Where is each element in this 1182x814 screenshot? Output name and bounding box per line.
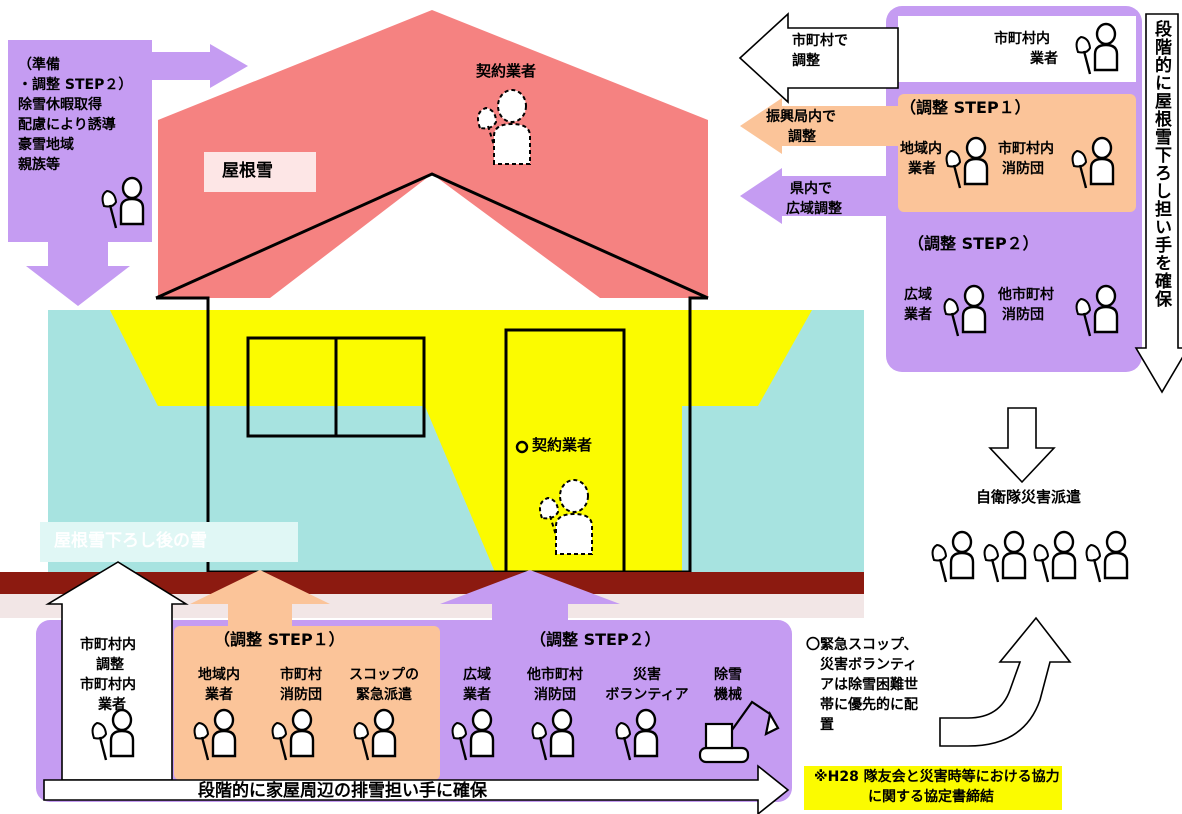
prefecture-arrow-label-line2: 広域調整: [786, 201, 842, 217]
bottom-step2-item3-line2: ボランティア: [605, 687, 689, 703]
agreement-box: [804, 766, 1062, 810]
municipal-arrow-label-line1: 市町村で: [792, 33, 848, 49]
right-vertical-label: 段階的に屋根雪下ろし担い手を確保: [1151, 20, 1171, 308]
bottom-step1-item2-line2: 消防団: [280, 687, 322, 703]
after-snow-label: 屋根雪下ろし後の雪: [54, 531, 207, 551]
right-step2-item2-line2: 消防団: [1002, 307, 1044, 323]
prefecture-arrow: [740, 168, 898, 224]
right-step1-item2-line1: 市町村内: [998, 141, 1054, 157]
left-box-line5: 豪雪地域: [18, 137, 74, 153]
left-box-line6: 親族等: [18, 157, 60, 173]
left-box-line4: 配慮により誘導: [18, 117, 116, 133]
right-step1-item1-line1: 地域内: [900, 141, 942, 157]
bottom-step1-item1-line1: 地域内: [198, 667, 240, 683]
bottom-step1-item1-line2: 業者: [205, 687, 233, 703]
vertical-arrow: [1134, 13, 1182, 394]
bottom-step2-item1-line2: 業者: [463, 687, 491, 703]
bottom-long-arrow: [43, 764, 790, 814]
left-box-line3: 除雪休暇取得: [18, 97, 102, 113]
curved-up-arrow: [939, 616, 1072, 747]
bottom-step2-item2-line1: 他市町村: [527, 667, 583, 683]
excavator-icon: [698, 700, 780, 764]
agreement-line1: ※H28 隊友会と災害時等における協力: [814, 769, 1060, 785]
prefecture-arrow-label-line1: 県内で: [790, 181, 832, 197]
note-line4: 帯に優先的に配: [820, 697, 918, 713]
roof-line: [155, 172, 709, 300]
region-arrow-label-line2: 調整: [788, 129, 816, 145]
bottom-step2-title: （調整 STEP２）: [530, 630, 661, 649]
right-step2-item2-line1: 他市町村: [998, 287, 1054, 303]
bottom-municipal-vendor-line1: 市町村内: [80, 677, 136, 693]
bottom-step1-item3-line2: 緊急派遣: [356, 687, 412, 703]
right-step1-item2-line2: 消防団: [1002, 161, 1044, 177]
bottom-step1-item3-line1: スコップの: [349, 667, 419, 683]
bottom-step1-item2-line1: 市町村: [280, 667, 322, 683]
municipal-arrow-label-line2: 調整: [792, 53, 820, 69]
right-municipal-label-line2: 業者: [1030, 51, 1058, 67]
bottom-municipal-adjust-line2: 調整: [96, 657, 124, 673]
after-snow-label-box: [40, 522, 298, 562]
sdf-worker1-icon: [933, 532, 973, 582]
sdf-worker2-icon: [985, 532, 1025, 582]
note-line5: 置: [820, 717, 834, 733]
bottom-step2-item2-line2: 消防団: [534, 687, 576, 703]
sdf-worker4-icon: [1087, 532, 1127, 582]
left-box-line1: （準備: [18, 57, 60, 73]
note-line1: 〇緊急スコップ、: [806, 637, 918, 653]
ground-strip: [0, 572, 864, 594]
bottom-step2-item4-line2: 機械: [714, 687, 742, 703]
sdf-worker3-icon: [1035, 532, 1075, 582]
bottom-step2-item3-line1: 災害: [633, 667, 661, 683]
roof-snow: [158, 10, 708, 298]
step2-up-arrow: [440, 570, 620, 626]
contractor-bullet-icon: [515, 440, 529, 454]
bottom-municipal-adjust-line1: 市町村内: [80, 637, 136, 653]
bottom-step1-title: （調整 STEP１）: [214, 630, 345, 649]
region-arrow: [740, 98, 898, 154]
left-prep-box: [8, 40, 248, 306]
door-contractor-label: 契約業者: [532, 436, 593, 454]
bottom-municipal-vendor-line2: 業者: [98, 697, 126, 713]
window-right: [334, 336, 426, 438]
note-line3: アは除雪困難世: [820, 677, 918, 693]
bottom-step2-item1-line1: 広域: [463, 667, 491, 683]
roof-snow-label: 屋根雪: [222, 161, 273, 181]
bottom-step2-item4-line1: 除雪: [714, 667, 742, 683]
right-step2-item1-line1: 広域: [904, 287, 932, 303]
right-step2-item1-line2: 業者: [904, 307, 932, 323]
region-arrow-label-line1: 振興局内で: [766, 109, 836, 125]
roof-contractor-label: 契約業者: [476, 62, 537, 80]
note-line2: 災害ボランティ: [820, 657, 918, 673]
bottom-arrow-label: 段階的に家屋周辺の排雪担い手に確保: [198, 781, 487, 801]
municipal-arrow: [738, 12, 899, 104]
agreement-line2: に関する協定書締結: [868, 789, 994, 805]
roof-label-box: [204, 152, 316, 192]
right-step1-item1-line2: 業者: [908, 161, 936, 177]
right-step2-title: （調整 STEP２）: [908, 234, 1039, 253]
step1-up-arrow: [190, 570, 330, 626]
municipal-up-arrow: [45, 561, 189, 781]
sdf-label: 自衛隊災害派遣: [976, 488, 1082, 506]
right-step1-title: （調整 STEP１）: [900, 98, 1031, 117]
sdf-down-arrow: [988, 407, 1056, 484]
left-box-line2: ・調整 STEP２）: [18, 77, 133, 93]
right-municipal-label-line1: 市町村内: [994, 31, 1050, 47]
